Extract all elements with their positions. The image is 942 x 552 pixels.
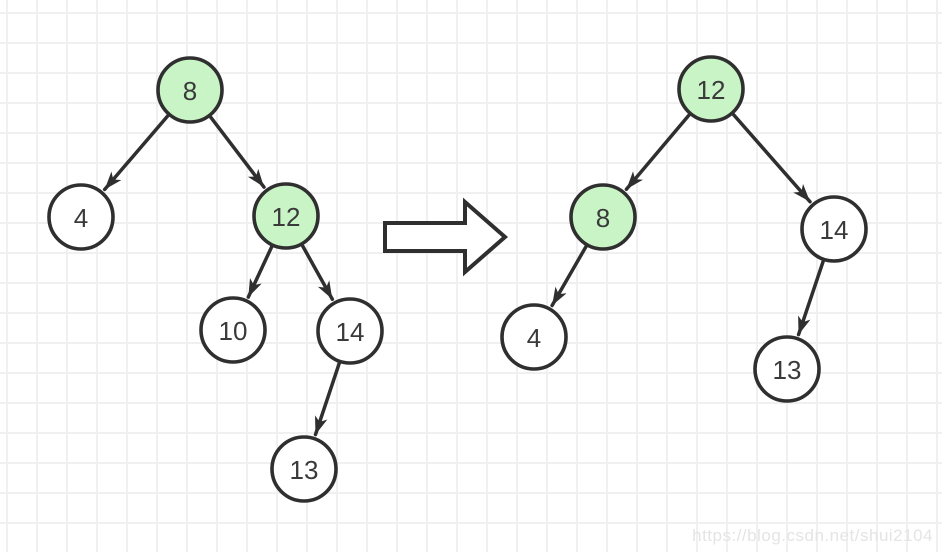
tree-edge-14-13 <box>313 361 341 437</box>
tree-node-4: 4 <box>47 183 115 251</box>
tree-node-10: 10 <box>199 296 267 364</box>
tree-node-8: 8 <box>569 183 637 251</box>
tree-edge-12-10 <box>246 245 274 299</box>
tree-node-14: 14 <box>316 297 384 365</box>
tree-node-12: 12 <box>677 55 745 123</box>
node-value-label: 14 <box>336 317 365 347</box>
node-value-label: 12 <box>697 75 726 105</box>
node-value-label: 4 <box>527 323 541 353</box>
tree-node-8: 8 <box>156 56 224 124</box>
tree-node-14: 14 <box>800 195 868 263</box>
tree-edge-12-14 <box>731 113 812 204</box>
transform-arrow-icon <box>383 197 509 277</box>
node-value-label: 4 <box>74 203 88 233</box>
tree-node-4: 4 <box>500 303 568 371</box>
node-value-label: 8 <box>183 76 197 106</box>
tree-edge-14-13 <box>796 259 825 337</box>
node-value-label: 12 <box>272 202 301 232</box>
tree-edge-12-8 <box>624 113 691 192</box>
tree-edge-8-4 <box>102 114 170 192</box>
tree-edge-8-12 <box>209 115 266 189</box>
tree-edge-8-4 <box>550 244 588 308</box>
tree-node-13: 13 <box>753 335 821 403</box>
node-value-label: 13 <box>290 455 319 485</box>
node-value-label: 13 <box>773 355 802 385</box>
tree-node-12: 12 <box>252 182 320 250</box>
before-rotation-tree: 8 4 12 10 14 13 <box>47 56 384 503</box>
tree-edge-12-14 <box>300 244 335 302</box>
after-rotation-tree: 12 8 14 4 13 <box>500 55 868 403</box>
node-value-label: 14 <box>820 215 849 245</box>
node-value-label: 10 <box>219 316 248 346</box>
tree-node-13: 13 <box>270 435 338 503</box>
node-value-label: 8 <box>596 203 610 233</box>
